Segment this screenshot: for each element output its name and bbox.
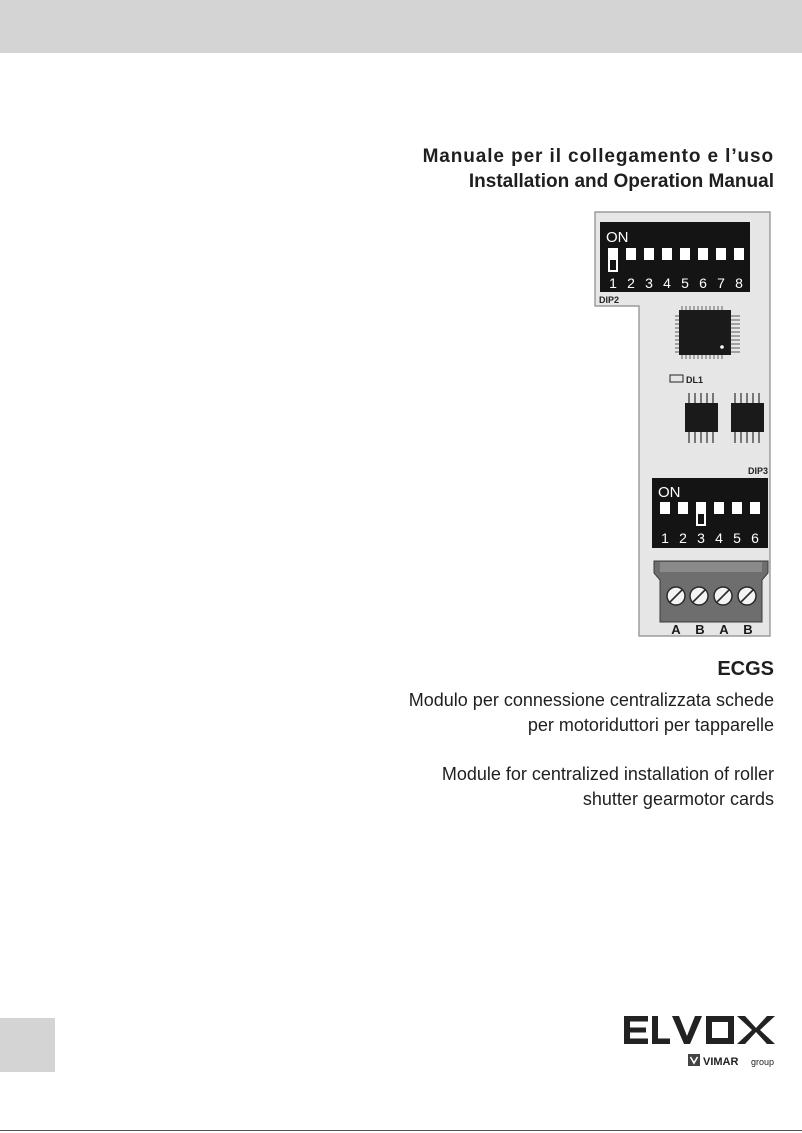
manual-titles: Manuale per il collegamento e l’uso Inst… [423,144,774,194]
vimar-mark-icon [688,1054,700,1066]
dip2-switch-4 [662,248,672,260]
dip3-switch-block [652,478,768,548]
dip3-number-2: 2 [679,530,687,546]
terminal-label-2: B [695,622,704,637]
dip3-switch-4 [714,502,724,514]
dip3-number-6: 6 [751,530,759,546]
dip3-label: DIP3 [748,466,768,476]
product-code: ECGS [717,658,774,680]
dip2-number-3: 3 [645,275,653,291]
dip2-number-7: 7 [717,275,725,291]
dip2-switch-3 [644,248,654,260]
led-label: DL1 [686,375,703,385]
ic-chip-right [731,393,764,443]
dip2-number-6: 6 [699,275,707,291]
dip2-switch-2 [626,248,636,260]
terminal-screw-2 [689,586,709,606]
dip2-number-5: 5 [681,275,689,291]
dip3-switch-1 [660,502,670,514]
dip2-switch-8 [734,248,744,260]
dip2-number-8: 8 [735,275,743,291]
dip2-switch-5 [680,248,690,260]
dip3-number-5: 5 [733,530,741,546]
dip3-number-3: 3 [697,530,705,546]
terminal-label-1: A [671,622,681,637]
terminal-screw-4 [737,586,757,606]
dip3-on-label: ON [658,484,681,501]
microcontroller-chip [675,306,740,359]
terminal-label-3: A [719,622,729,637]
manual-title-english: Installation and Operation Manual [468,171,774,192]
dip3-number-4: 4 [715,530,723,546]
dip2-number-4: 4 [663,275,671,291]
dip3-switch-2 [678,502,688,514]
side-tab-marker [0,1018,55,1072]
description-italian-line-2: per motoriduttori per tapparelle [527,715,774,735]
vimar-group-suffix: group [751,1057,774,1067]
dip3-switches [660,502,760,526]
dip2-on-label: ON [606,229,629,246]
dip2-switches [608,248,744,272]
dip2-number-1: 1 [609,275,617,291]
terminal-label-4: B [743,622,752,637]
dip2-label: DIP2 [599,295,619,305]
manual-title-italian: Manuale per il collegamento e l’uso [422,146,774,167]
dip3-switch-5 [732,502,742,514]
dip2-number-2: 2 [627,275,635,291]
dip3-switch-6 [750,502,760,514]
ic-chip-left [685,393,718,443]
terminal-block: A B A B [653,560,769,637]
elvox-wordmark [624,1016,775,1044]
bottom-rule [0,1130,802,1131]
description-english: Module for centralized installation of r… [442,762,774,812]
dip2-switch-6 [698,248,708,260]
terminal-screw-1 [666,586,686,606]
led-indicator [669,374,684,383]
vimar-brand-name: VIMAR [703,1056,739,1068]
description-english-line-2: shutter gearmotor cards [582,789,774,809]
top-header-band [0,0,802,53]
terminal-screw-3 [713,586,733,606]
elvox-vimar-logo: VIMAR group [624,1016,775,1068]
description-english-line-1: Module for centralized installation of r… [441,764,774,784]
dip3-switch-3 [696,502,706,526]
description-italian: Modulo per connessione centralizzata sch… [409,688,774,738]
dip2-switch-1 [608,248,618,272]
device-board-illustration: ON 1 2 3 4 5 6 7 8 DIP2 DL1 [594,211,771,637]
description-italian-line-1: Modulo per connessione centralizzata sch… [408,690,774,710]
dip3-number-1: 1 [661,530,669,546]
dip2-switch-7 [716,248,726,260]
